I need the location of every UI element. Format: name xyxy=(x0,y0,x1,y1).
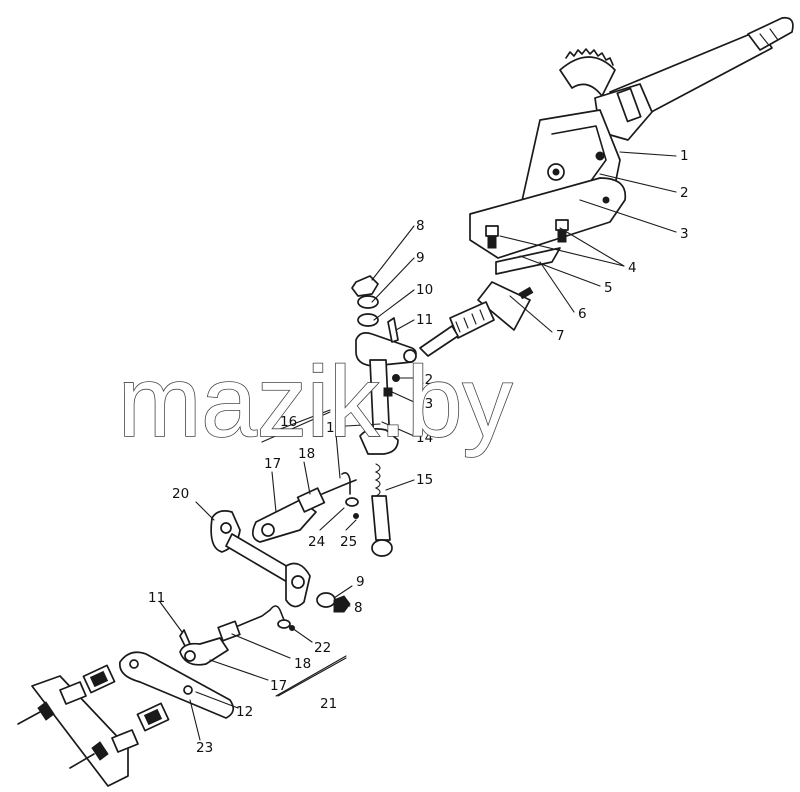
washer-22 xyxy=(277,619,291,629)
callout-9-lower: 9 xyxy=(356,574,365,590)
spacer-plate xyxy=(495,247,561,275)
callout-10: 10 xyxy=(416,282,433,298)
washer-10 xyxy=(357,313,379,327)
callout-2: 2 xyxy=(680,185,689,201)
callout-25: 25 xyxy=(340,534,357,550)
callout-18: 18 xyxy=(298,446,315,462)
callout-19: 19 xyxy=(326,420,343,436)
lever-eye xyxy=(403,349,417,363)
rod-end-15 xyxy=(371,539,393,557)
threaded-rod-19 xyxy=(321,479,357,495)
callout-14: 14 xyxy=(416,430,433,446)
callout-11-lower: 11 xyxy=(148,590,165,606)
grip-ridge xyxy=(769,28,779,41)
spring-15 xyxy=(374,463,381,497)
upper-yoke-assembly xyxy=(251,472,359,543)
callout-23: 23 xyxy=(196,740,213,756)
equalizer-23 xyxy=(119,651,235,719)
cable-sleeve-lower-core xyxy=(143,708,163,726)
cable-clamp-assembly xyxy=(419,281,534,357)
cable-end xyxy=(419,325,459,357)
sector-teeth xyxy=(565,48,614,66)
washer-24 xyxy=(345,497,359,507)
rod-hook-19 xyxy=(341,472,351,495)
arm-hole xyxy=(291,575,305,589)
plate-rivet xyxy=(595,151,605,161)
rear-cable-lower xyxy=(69,753,95,769)
mounting-bolt xyxy=(485,225,499,249)
callout-15: 15 xyxy=(416,472,433,488)
pawl-clip xyxy=(616,87,642,123)
yoke-hole-lower xyxy=(184,650,196,662)
callout-4: 4 xyxy=(628,260,637,276)
callout-24: 24 xyxy=(308,534,325,550)
callout-5: 5 xyxy=(604,280,613,296)
callout-20: 20 xyxy=(172,486,189,502)
watermark-text: mazik.by xyxy=(118,346,513,458)
callout-16: 16 xyxy=(280,414,297,430)
callout-18-lower: 18 xyxy=(294,656,311,672)
callout-7: 7 xyxy=(556,328,565,344)
cable-adjuster-upper xyxy=(59,681,87,705)
washer-9-lower xyxy=(316,592,336,608)
callout-17: 17 xyxy=(264,456,281,472)
callout-3: 3 xyxy=(680,226,689,242)
pin-11 xyxy=(387,317,399,343)
rear-cable-bracket xyxy=(31,675,129,787)
cable-adjuster-lower xyxy=(111,729,139,753)
leader-lines xyxy=(159,151,677,741)
clamp-pin xyxy=(518,286,534,300)
equalizer-assembly xyxy=(17,651,235,787)
lower-rod-assembly xyxy=(179,605,295,666)
threaded-rod-lower xyxy=(237,605,285,627)
nut-8-lower xyxy=(333,595,351,613)
yoke-hole xyxy=(261,523,275,537)
cable-sleeve-upper-core xyxy=(89,670,109,688)
callout-labels: 1 2 3 4 5 6 7 8 9 10 11 12 13 14 15 16 1… xyxy=(148,148,689,756)
toothed-sector xyxy=(559,56,616,97)
mounting-bolt xyxy=(555,219,569,243)
nut-8 xyxy=(351,275,379,297)
clamp-bracket xyxy=(477,281,531,331)
pull-rod-15 xyxy=(371,495,391,541)
callout-8: 8 xyxy=(416,218,425,234)
rear-cable-upper xyxy=(17,711,41,725)
washer-9 xyxy=(357,295,379,309)
callout-13: 13 xyxy=(416,396,433,412)
callout-12-lower: 12 xyxy=(236,704,253,720)
lever-grip xyxy=(747,16,794,51)
lock-nut-18 xyxy=(296,487,326,513)
hand-lever-assembly xyxy=(469,16,794,275)
callout-9: 9 xyxy=(416,250,425,266)
callout-6: 6 xyxy=(578,306,587,322)
callout-11: 11 xyxy=(416,312,433,328)
equalizer-hole xyxy=(183,685,193,695)
group-bracket-16 xyxy=(261,409,331,437)
cotter-pin-25 xyxy=(353,513,359,519)
callout-1: 1 xyxy=(680,148,689,164)
group-bracket-21 xyxy=(275,655,347,697)
pivot-pin-center xyxy=(552,168,560,176)
adjuster-threads xyxy=(455,309,485,333)
callout-12: 12 xyxy=(416,372,433,388)
cable-nut-upper xyxy=(37,701,55,721)
lock-nut-18-lower xyxy=(217,620,241,642)
grip-ridge xyxy=(759,33,769,45)
callout-22: 22 xyxy=(314,640,331,656)
callout-21: 21 xyxy=(320,696,337,712)
callout-8-lower: 8 xyxy=(354,600,363,616)
callout-17-lower: 17 xyxy=(270,678,287,694)
plate-rivet xyxy=(602,196,610,204)
lower-lever xyxy=(359,428,399,455)
equalizer-hole xyxy=(129,659,139,669)
cable-nut-lower xyxy=(91,741,109,761)
cross-shaft-20 xyxy=(210,510,351,613)
flange-hole xyxy=(220,522,232,534)
